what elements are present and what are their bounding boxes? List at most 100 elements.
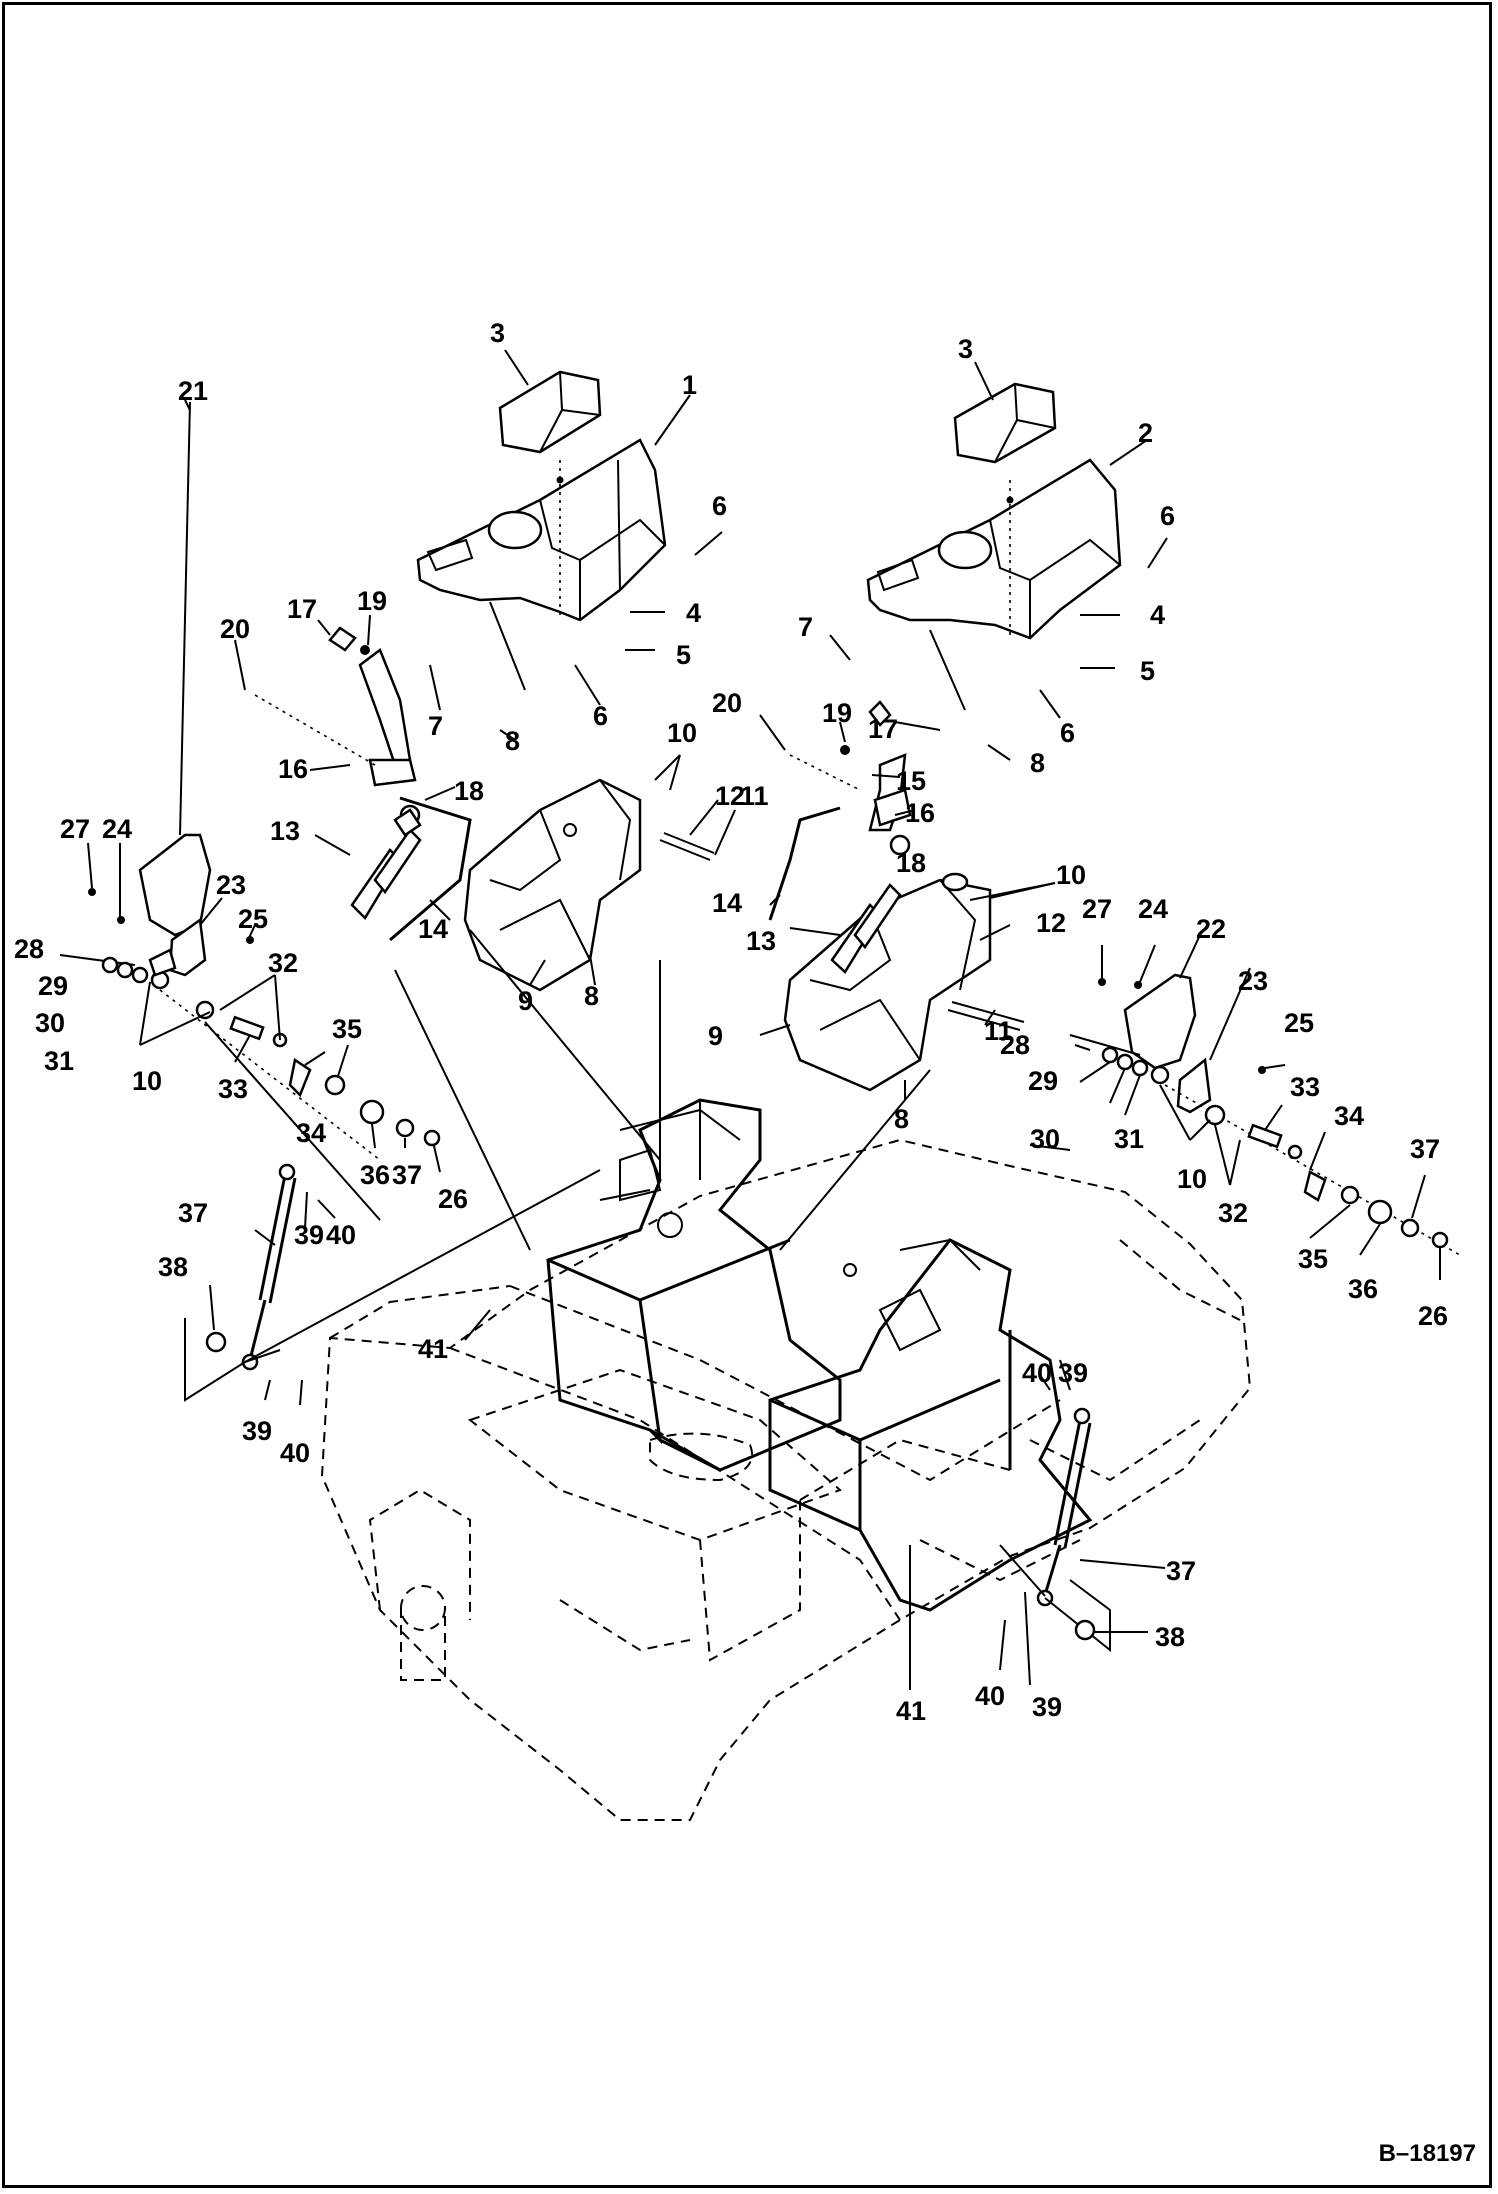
callout-29: 29 (38, 971, 68, 1001)
callout-13: 13 (746, 926, 776, 956)
callout-16: 16 (905, 798, 935, 828)
figure-id: B–18197 (1378, 2140, 1476, 2167)
hardware-stack-right (1069, 973, 1461, 1256)
callout-6: 6 (1060, 718, 1075, 748)
callout-11: 11 (740, 781, 769, 811)
callout-29: 29 (1028, 1066, 1058, 1096)
callout-39: 39 (294, 1220, 324, 1250)
callout-34: 34 (296, 1118, 326, 1148)
callout-30: 30 (35, 1008, 65, 1038)
callout-24: 24 (1138, 894, 1168, 924)
callout-37: 37 (1166, 1556, 1196, 1586)
callout-27: 27 (1082, 894, 1112, 924)
callout-41: 41 (418, 1334, 448, 1364)
callout-37: 37 (178, 1198, 208, 1228)
callout-26: 26 (1418, 1301, 1448, 1331)
callout-40: 40 (326, 1220, 356, 1250)
callout-32: 32 (268, 948, 298, 978)
callout-39: 39 (1058, 1358, 1088, 1388)
callout-34: 34 (1334, 1101, 1364, 1131)
callout-40: 40 (975, 1681, 1005, 1711)
callout-10: 10 (1177, 1164, 1207, 1194)
lower-console-panel-right (783, 872, 992, 1092)
callout-39: 39 (1032, 1692, 1062, 1722)
left-lower-console (546, 1098, 842, 1472)
callout-11: 11 (984, 1016, 1013, 1046)
callout-12: 12 (715, 781, 745, 811)
callout-35: 35 (1298, 1244, 1328, 1274)
callout-28: 28 (1000, 1030, 1030, 1060)
hardware-stack-left (59, 833, 441, 1161)
control-console-cover-left (416, 438, 667, 622)
callout-9: 9 (518, 986, 533, 1016)
lower-console-panel-left (463, 778, 642, 992)
callout-23: 23 (1238, 966, 1268, 996)
callout-13: 13 (270, 816, 300, 846)
callout-18: 18 (896, 848, 926, 878)
callout-33: 33 (1290, 1072, 1320, 1102)
callout-10: 10 (1056, 860, 1086, 890)
callout-41: 41 (896, 1696, 926, 1726)
callout-9: 9 (708, 1021, 723, 1051)
armrest-pad-right (953, 382, 1057, 464)
right-lower-console (768, 1238, 1093, 1612)
callout-26: 26 (438, 1184, 468, 1214)
callout-31: 31 (44, 1046, 74, 1076)
lever-linkage-right (768, 700, 912, 974)
callout-33: 33 (218, 1074, 248, 1104)
callout-8: 8 (505, 726, 520, 756)
callout-15: 15 (896, 766, 926, 796)
callout-3: 3 (490, 318, 505, 348)
callout-2: 2 (1138, 418, 1153, 448)
callout-23: 23 (216, 870, 246, 900)
callout-37: 37 (1410, 1134, 1440, 1164)
callout-8: 8 (894, 1104, 909, 1134)
callout-7: 7 (428, 711, 443, 741)
gas-spring-left (184, 1163, 297, 1402)
callout-19: 19 (822, 698, 852, 728)
callout-10: 10 (667, 718, 697, 748)
callout-6: 6 (593, 701, 608, 731)
shafts (659, 832, 1025, 1031)
callout-36: 36 (360, 1160, 390, 1190)
callout-38: 38 (1155, 1622, 1185, 1652)
callout-17: 17 (868, 714, 898, 744)
callout-14: 14 (712, 888, 742, 918)
callout-3: 3 (958, 334, 973, 364)
callout-20: 20 (712, 688, 742, 718)
callout-8: 8 (1030, 748, 1045, 778)
callout-38: 38 (158, 1252, 188, 1282)
callout-12: 12 (1036, 908, 1066, 938)
gas-spring-right (1036, 1407, 1111, 1653)
callout-6: 6 (1160, 501, 1175, 531)
callout-36: 36 (1348, 1274, 1378, 1304)
lever-linkage-left (328, 626, 472, 942)
leader-lines (87, 349, 1441, 1690)
callout-35: 35 (332, 1014, 362, 1044)
callout-25: 25 (1284, 1008, 1314, 1038)
callout-28: 28 (14, 934, 44, 964)
callout-32: 32 (1218, 1198, 1248, 1228)
callout-30: 30 (1030, 1124, 1060, 1154)
callout-14: 14 (418, 914, 448, 944)
callout-24: 24 (102, 814, 132, 844)
control-console-cover-right (866, 458, 1122, 640)
callout-18: 18 (454, 776, 484, 806)
callout-17: 17 (287, 594, 317, 624)
callout-40: 40 (1022, 1358, 1052, 1388)
callout-4: 4 (1150, 600, 1165, 630)
callout-5: 5 (1140, 656, 1155, 686)
callout-4: 4 (686, 598, 701, 628)
callout-37: 37 (392, 1160, 422, 1190)
callout-20: 20 (220, 614, 250, 644)
callout-40: 40 (280, 1438, 310, 1468)
callout-19: 19 (357, 586, 387, 616)
callout-7: 7 (798, 612, 813, 642)
upper-frame (320, 1138, 1252, 1821)
callout-10: 10 (132, 1066, 162, 1096)
callout-21: 21 (178, 376, 208, 406)
